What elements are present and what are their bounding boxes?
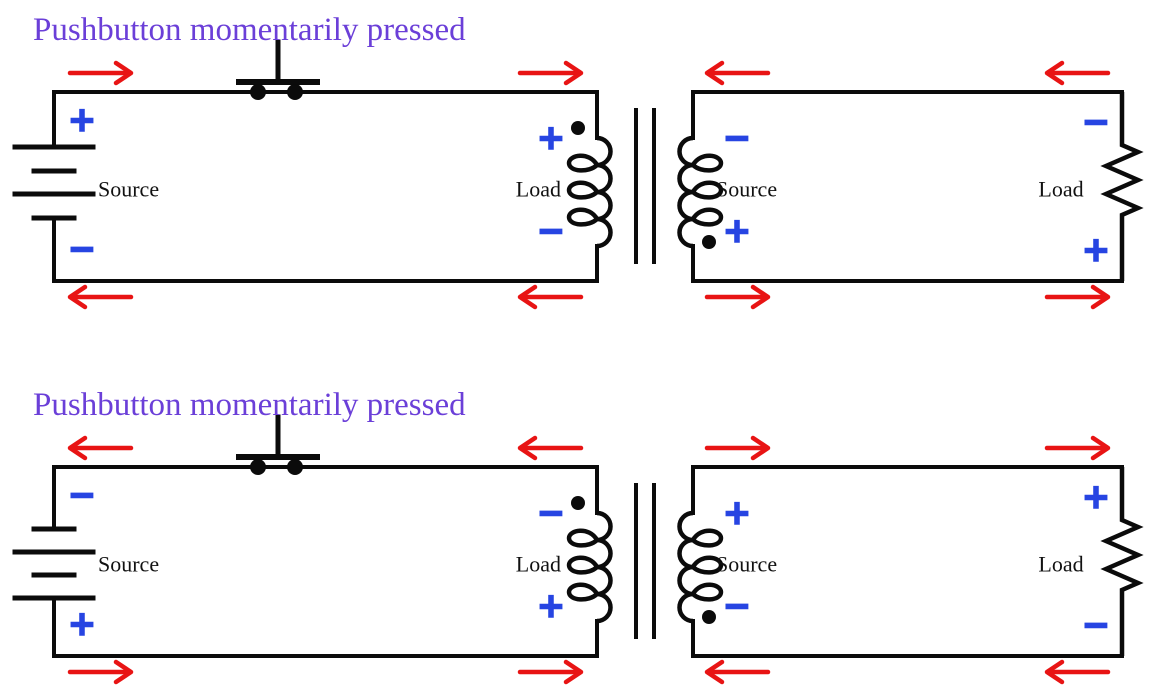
diagram-geometry <box>12 39 1144 310</box>
primary-load-label: Load <box>516 552 561 577</box>
primary-coil <box>566 135 613 249</box>
diagram-title: Pushbutton momentarily pressed <box>33 387 466 423</box>
secondary-coil <box>677 510 724 624</box>
left-circuit-current-arrow-top-right-head <box>517 435 538 461</box>
pushbutton-contact-right <box>287 84 303 100</box>
right-circuit-current-arrow-top-left-head <box>704 60 725 86</box>
left-circuit-current-arrow-top-right-head <box>563 60 584 86</box>
battery-top-polarity: − <box>68 475 97 515</box>
secondary-source-label: Source <box>716 552 777 577</box>
primary-phase-dot <box>571 496 585 510</box>
primary-phase-dot <box>571 121 585 135</box>
battery-bottom-polarity: + <box>68 604 97 644</box>
left-circuit-current-arrow-bottom-right-head <box>563 659 584 685</box>
right-circuit-current-arrow-top-right-head <box>1090 435 1111 461</box>
load-top-polarity: + <box>1082 477 1111 517</box>
right-circuit-current-arrow-bottom-left-head <box>750 284 771 310</box>
right-circuit-current-arrow-top-right-head <box>1044 60 1065 86</box>
load-resistor <box>1100 92 1144 281</box>
battery-source-label: Source <box>98 177 159 202</box>
primary-bottom-polarity: + <box>537 586 566 626</box>
right-circuit-current-arrow-bottom-right-head <box>1044 659 1065 685</box>
secondary-source-label: Source <box>716 177 777 202</box>
secondary-phase-dot <box>702 235 716 249</box>
secondary-coil <box>677 135 724 249</box>
diagram-geometry <box>12 414 1144 685</box>
secondary-top-polarity: − <box>723 118 752 158</box>
left-circuit-current-arrow-bottom-left-head <box>113 659 134 685</box>
left-circuit-current-arrow-bottom-left-head <box>67 284 88 310</box>
left-circuit-current-arrow-bottom-right-head <box>517 284 538 310</box>
resistor-load-label: Load <box>1038 177 1083 202</box>
load-bottom-polarity: + <box>1082 230 1111 270</box>
primary-top-polarity: − <box>537 493 566 533</box>
battery-bottom-polarity: − <box>68 229 97 269</box>
secondary-top-polarity: + <box>723 493 752 533</box>
diagram-title: Pushbutton momentarily pressed <box>33 12 466 48</box>
secondary-phase-dot <box>702 610 716 624</box>
pushbutton-contact-left <box>250 84 266 100</box>
primary-load-label: Load <box>516 177 561 202</box>
load-top-polarity: − <box>1082 102 1111 142</box>
pushbutton-contact-right <box>287 459 303 475</box>
load-resistor <box>1100 467 1144 656</box>
resistor-load-label: Load <box>1038 552 1083 577</box>
right-circuit-current-arrow-bottom-right-head <box>1090 284 1111 310</box>
secondary-bottom-polarity: + <box>723 211 752 251</box>
primary-top-polarity: + <box>537 118 566 158</box>
battery-top-polarity: + <box>68 100 97 140</box>
primary-bottom-polarity: − <box>537 211 566 251</box>
primary-coil <box>566 510 613 624</box>
load-bottom-polarity: − <box>1082 605 1111 645</box>
right-circuit-current-arrow-bottom-left-head <box>704 659 725 685</box>
pushbutton-contact-left <box>250 459 266 475</box>
circuit-diagram-top: Pushbutton momentarily pressed Source Lo… <box>12 12 1144 310</box>
battery-source-label: Source <box>98 552 159 577</box>
left-circuit-current-arrow-top-left-head <box>113 60 134 86</box>
left-circuit-current-arrow-top-left-head <box>67 435 88 461</box>
circuit-diagram-bottom: Pushbutton momentarily pressed Source Lo… <box>12 387 1144 685</box>
right-circuit-current-arrow-top-left-head <box>750 435 771 461</box>
secondary-bottom-polarity: − <box>723 586 752 626</box>
